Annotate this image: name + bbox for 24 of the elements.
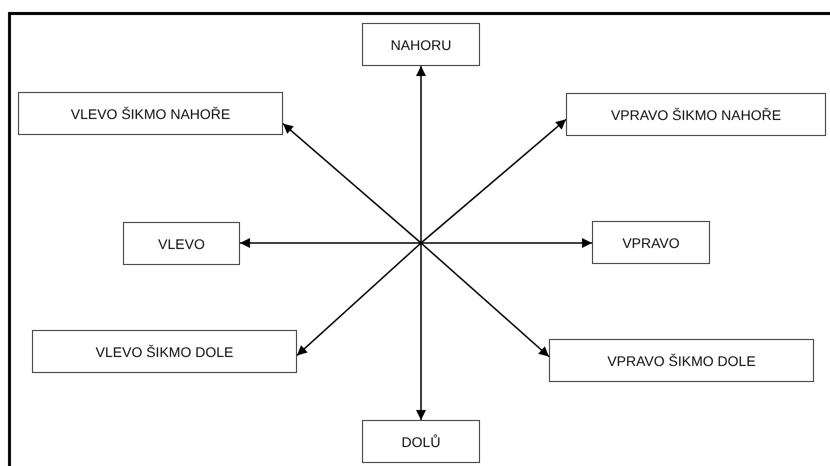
- arrow: [420, 118, 566, 244]
- arrow: [240, 238, 421, 248]
- direction-label: VPRAVO ŠIKMO DOLE: [607, 352, 756, 368]
- direction-label: NAHORU: [390, 36, 452, 52]
- arrow: [416, 66, 426, 243]
- arrow: [421, 238, 592, 248]
- label-box: [18, 92, 283, 135]
- arrow: [416, 243, 426, 420]
- label-box: [362, 23, 480, 66]
- direction-label: VLEVO ŠIKMO DOLE: [96, 344, 234, 360]
- direction-label: VPRAVO ŠIKMO NAHOŘE: [610, 106, 782, 122]
- label-box: [566, 93, 826, 136]
- direction-label: VLEVO ŠIKMO NAHOŘE: [70, 106, 230, 122]
- label-box: [32, 330, 297, 373]
- label-box: [362, 420, 480, 463]
- label-box: [123, 222, 240, 265]
- arrow: [296, 242, 422, 356]
- arrow: [420, 242, 550, 358]
- direction-label: VLEVO: [158, 236, 205, 252]
- label-box: [592, 221, 710, 264]
- arrow: [282, 123, 422, 244]
- direction-label: VPRAVO: [622, 234, 680, 250]
- label-box: [549, 339, 814, 382]
- direction-label: DOLŮ: [402, 434, 440, 450]
